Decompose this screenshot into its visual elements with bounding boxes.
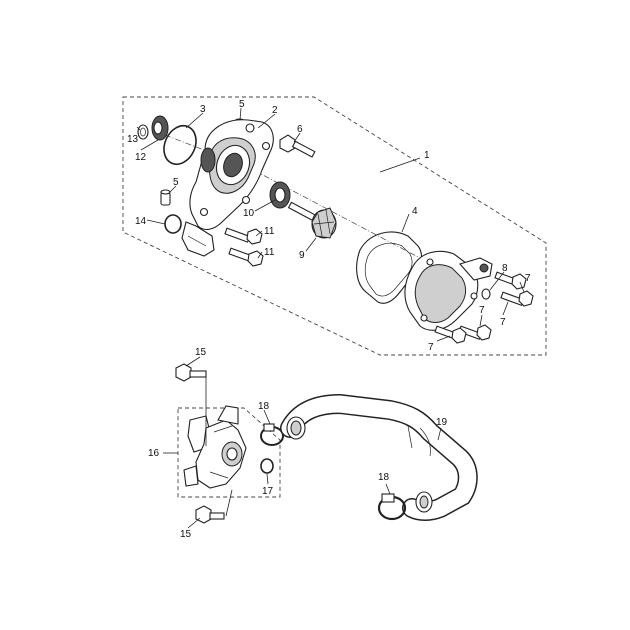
callout-12: 12 (135, 152, 147, 163)
thermostat-housing-16 (183, 405, 247, 489)
callout-15-upper: 15 (195, 347, 207, 358)
pump-assembly-boundary (122, 96, 547, 356)
callout-2: 2 (272, 105, 278, 116)
leader-lines (136, 107, 525, 529)
callout-1: 1 (424, 150, 430, 161)
bolt-7-b (494, 271, 527, 290)
callout-8: 8 (502, 263, 508, 274)
dowel-pin-5-lower (160, 189, 171, 206)
bolt-11-lower (228, 247, 264, 267)
callout-7-c: 7 (479, 305, 485, 316)
callout-9: 9 (299, 250, 305, 261)
callout-11-lower: 11 (264, 247, 275, 258)
callout-7-b: 7 (500, 317, 506, 328)
hose-clamp-18-lower (377, 493, 407, 521)
bolt-15-lower (195, 505, 225, 524)
circlip-13 (137, 124, 149, 140)
callout-6: 6 (297, 124, 303, 135)
o-ring-14 (164, 214, 182, 234)
callout-15-lower: 15 (180, 529, 192, 540)
callout-14: 14 (135, 216, 147, 227)
hose-clamp-18-upper (260, 423, 284, 446)
callout-11-upper: 11 (264, 226, 275, 237)
bolt-6 (279, 134, 316, 158)
callout-5-lower: 5 (173, 177, 179, 188)
bolt-15-upper (175, 363, 207, 382)
callout-4: 4 (412, 206, 418, 217)
callout-18-lower: 18 (378, 472, 390, 483)
bolt-11-upper (224, 227, 263, 245)
callout-19: 19 (436, 417, 448, 428)
callout-5-upper: 5 (239, 99, 245, 110)
thermostat-assembly-boundary (177, 407, 281, 498)
pump-cover (404, 250, 493, 331)
mechanical-seal-10 (269, 181, 291, 209)
callout-3: 3 (200, 104, 206, 115)
callout-18-upper: 18 (258, 401, 270, 412)
callout-17: 17 (262, 486, 274, 497)
callout-10: 10 (243, 208, 255, 219)
water-pump-body-2 (181, 119, 274, 257)
o-ring-3 (163, 124, 197, 166)
bolt-7-d (434, 325, 467, 344)
bearing-12 (151, 115, 169, 141)
hose-19 (280, 393, 478, 521)
callout-13: 13 (127, 134, 139, 145)
washer-8 (481, 288, 491, 300)
callout-7-a: 7 (525, 273, 531, 284)
o-ring-17 (260, 458, 274, 474)
callout-16: 16 (148, 448, 160, 459)
bolt-7-a (500, 290, 534, 307)
callout-7-d: 7 (428, 342, 434, 353)
bolt-7-c (458, 324, 492, 341)
impeller-shaft-9 (287, 201, 337, 239)
